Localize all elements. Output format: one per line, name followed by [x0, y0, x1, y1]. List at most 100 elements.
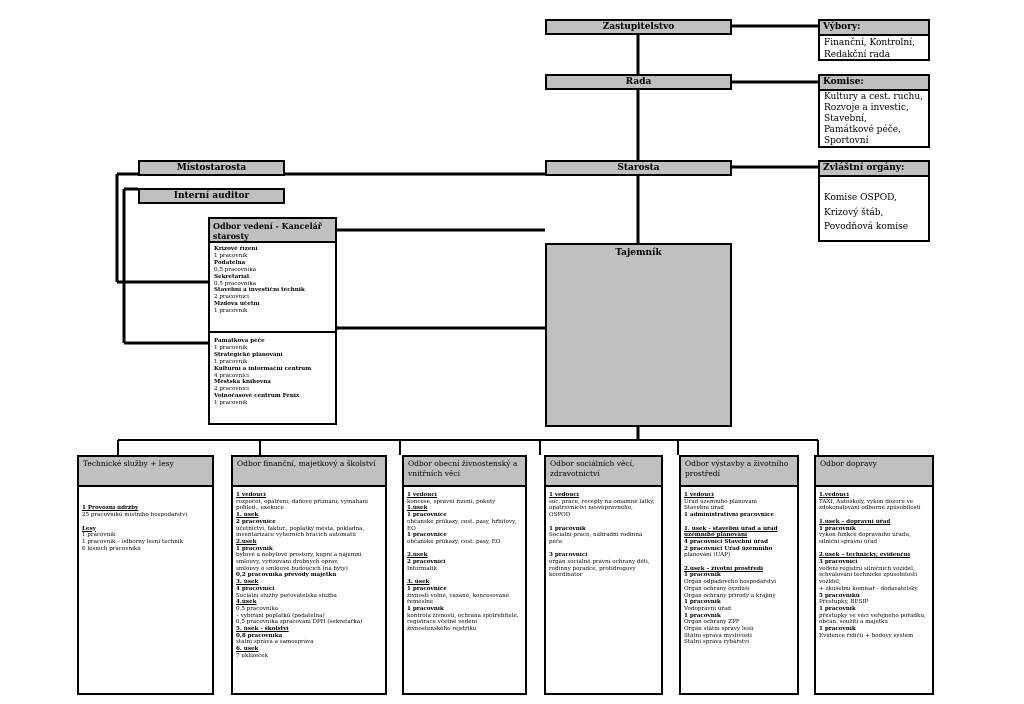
komise-item: Stavební, — [824, 114, 867, 124]
dept-item: 2 pracovníci — [407, 559, 446, 566]
dept-item: 1 vedoucí — [549, 492, 579, 498]
dept-item: koordinátor — [549, 572, 583, 579]
dept-item: Vodoprávní úřad — [684, 605, 731, 612]
kancelar-item: Podatelna — [214, 259, 246, 266]
dept-item: 4.úsek — [236, 599, 257, 606]
dept-item: 2 pracovníci Úřad územního — [684, 545, 773, 552]
dept-item — [819, 512, 930, 519]
vybory-item: Finanční, Kontrolní, — [824, 38, 915, 48]
dept-item: 1.vedoucí — [819, 492, 849, 498]
dept-item: 1 pracovník — [82, 532, 116, 539]
dept-item: Sociální práce, náhradní rodinná — [549, 532, 643, 539]
dept-item: občanské průkazy, cest. pasy, hřbitovy, — [407, 518, 517, 525]
dept-item: Orgán ochrany ZPF — [684, 619, 740, 626]
dept-item: – vybírání poplatků (podatelna) — [236, 612, 325, 619]
dept-item: 1 pracovník — [819, 626, 856, 633]
mistostarosta-box: Místostarosta — [138, 160, 285, 176]
dept-title: Odbor výstavby a životního prostředí — [681, 457, 797, 487]
kancelar-item: 0,5 pracovníka — [214, 266, 257, 273]
kancelar-starosty-box: Odbor vedení - Kancelář starosty Krizové… — [208, 217, 337, 425]
dept-item: 1 pracovník — [684, 612, 721, 619]
starosta-label: Starosta — [617, 163, 660, 173]
dept-item: registrace včetně vedení — [407, 619, 477, 626]
dept-item: inventarizace výherních hracích automatů — [236, 532, 356, 539]
dept-item: 1 pracovník — [684, 572, 721, 579]
dept-item: + zkušební komisař - dodavatelsky — [819, 585, 918, 592]
dept-item: 1 vedoucí — [407, 492, 437, 498]
dept-item: 0,8 pracovníka — [236, 632, 283, 639]
dept-item: 1 vedoucí — [236, 492, 266, 498]
dept-item: přestupky ve věci veřejného pořádku, — [819, 612, 926, 619]
interni-auditor-box: Interní auditor — [138, 188, 285, 204]
dept-item: územního plánování — [684, 532, 748, 539]
kancelar-section-2: Památková péče 1 pracovník Strategické p… — [214, 338, 333, 407]
dept-item: Lesy — [82, 525, 96, 532]
dept-item: státní správa a samospráva — [236, 639, 314, 646]
dept-item: Státní správa rybářství — [684, 639, 750, 646]
kancelar-item: Strategické plánování — [214, 351, 283, 358]
vybory-list: Finanční, Kontrolní, Redakční rada — [824, 38, 926, 59]
komise-item: Kultury a cest. ruchu, — [824, 92, 924, 102]
komise-list: Kultury a cest. ruchu, Rozvoje a investi… — [824, 92, 926, 146]
kancelar-item: Městská knihovna — [214, 379, 271, 386]
dept-title: Odbor sociálních věcí, zdravotnictví — [546, 457, 661, 487]
dept-item: 1 administrativní pracovnice — [684, 512, 775, 519]
dept-item: 1 pracovník – odborný lesní technik — [82, 538, 184, 545]
dept-item: 1.úsek — [407, 505, 428, 512]
dept-item: Orgán státní správy lesů — [684, 626, 754, 633]
dept-item: 1 pracovnice — [407, 532, 447, 539]
komise-item: Rozvoje a investic, — [824, 103, 909, 113]
dept-item: 0,5 pracovníka — [236, 605, 279, 612]
dept-item — [407, 572, 523, 579]
dept-item: plánování (UAP) — [684, 552, 731, 559]
dept-item: 1 pracovnice — [407, 585, 447, 592]
dept-title: Odbor finanční, majetkový a školství — [233, 457, 385, 487]
dept-item: Orgán ochrany přírody a krajiny — [684, 592, 776, 599]
dept-item: výkon funkce dopravního úřadu, — [819, 532, 911, 539]
zvlastni-organy-title: Zvláštní orgány: — [820, 162, 928, 177]
dept-item: 4 pracovníci — [236, 585, 275, 592]
kancelar-item: 1 pracovník — [214, 252, 248, 259]
kancelar-item: Mzdová účetní — [214, 301, 260, 308]
dept-item: Stavební úřad — [684, 505, 724, 512]
dept-item: soc. práce, recepty na omamné látky, — [549, 498, 655, 505]
dept-item — [549, 546, 659, 553]
zvlastni-organy-box: Zvláštní orgány: Komise OSPOD, Krizový š… — [818, 160, 930, 242]
dept-item: koncese, správní řízení, pokuty — [407, 498, 496, 505]
dept-item: 1 Provozní údržby — [82, 505, 139, 512]
starosta-box: Starosta — [545, 160, 732, 176]
dept-item: silniční správní úřad — [819, 538, 878, 545]
dept-item: vozidel, — [819, 579, 841, 586]
mistostarosta-label: Místostarosta — [176, 163, 247, 173]
dept-item — [82, 519, 210, 526]
dept-item: 3 pracovníci — [549, 552, 588, 559]
komise-box: Komise: Kultury a cest. ruchu, Rozvoje a… — [818, 74, 930, 148]
dept-item: vedení registru silničních vozidel, — [819, 565, 915, 572]
dept-item — [684, 519, 795, 526]
dept-item: 1 pracovník — [819, 525, 856, 532]
dept-item: 1 pracovník — [407, 605, 444, 612]
dept-item: 4 pracovníci Stavební úřad — [684, 538, 769, 545]
dept-item: 1.úsek – dopravní úřad — [819, 518, 891, 525]
dept-item: smlouvy, vyřizování drobných oprav, — [236, 559, 339, 566]
rada-box: Rada — [545, 74, 732, 90]
dept-item: opatrovnictví nesvéprávného, — [549, 505, 633, 512]
dept-item: péče — [549, 538, 563, 545]
kancelar-item: 1 pracovník — [214, 308, 248, 315]
kancelar-item: Památková péče — [214, 338, 265, 344]
kancelar-item: Volnočasové centrum Fénix — [214, 393, 300, 400]
dept-item: občanské průkazy, cest. pasy, EO — [407, 538, 501, 545]
dept-item: pohled., exekuce — [236, 505, 284, 512]
dept-item: Evidence řidičů + bodový systém — [819, 632, 914, 639]
kancelar-item: 1 pracovník — [214, 358, 248, 365]
kancelar-item: Sekretariát — [214, 273, 250, 280]
dept-item: Informatik — [407, 565, 437, 572]
dept-item: 1 vedoucí — [684, 492, 714, 498]
dept-item: Státní správa myslivosti — [684, 632, 752, 639]
